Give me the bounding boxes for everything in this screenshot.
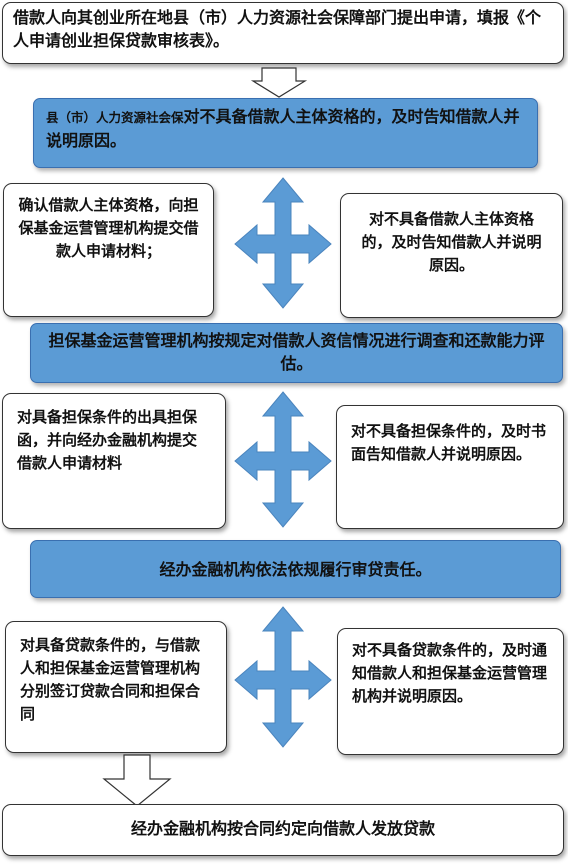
disburse-step-box: 经办金融机构按合同约定向借款人发放贷款 bbox=[2, 804, 564, 856]
bank-eligible-text: 对具备贷款条件的，与借款人和担保基金运营管理机构分别签订贷款合同和担保合同 bbox=[20, 636, 201, 723]
fund-review-bar: 担保基金运营管理机构按规定对借款人资信情况进行调查和还款能力评估。 bbox=[30, 323, 563, 383]
fund-ineligible-text: 对不具备担保条件的，及时书面告知借款人并说明原因。 bbox=[351, 422, 547, 463]
fund-eligible-text: 对具备担保条件的出具担保函，并向经办金融机构提交借款人申请材料 bbox=[17, 408, 198, 472]
fund-ineligible-box: 对不具备担保条件的，及时书面告知借款人并说明原因。 bbox=[336, 405, 564, 529]
disburse-step-text: 经办金融机构按合同约定向借款人发放贷款 bbox=[130, 819, 435, 838]
hr-eligible-text: 确认借款人主体资格，向担保基金运营管理机构提交借款人申请材料； bbox=[18, 196, 199, 260]
four-way-arrow-icon bbox=[234, 177, 332, 309]
hr-review-bar: 县（市）人力资源社会保对不具备借款人主体资格的，及时告知借款人并说明原因。 bbox=[33, 98, 538, 168]
fund-eligible-box: 对具备担保条件的出具担保函，并向经办金融机构提交借款人申请材料 bbox=[2, 393, 226, 529]
bank-review-bar: 经办金融机构依法依规履行审贷责任。 bbox=[30, 540, 561, 598]
bank-ineligible-box: 对不具备贷款条件的，及时通知借款人和担保基金运营管理机构并说明原因。 bbox=[337, 628, 564, 755]
hr-ineligible-box: 对不具备借款人主体资格的，及时告知借款人并说明原因。 bbox=[340, 193, 563, 318]
bank-review-text: 经办金融机构依法依规履行审贷责任。 bbox=[159, 560, 432, 579]
bank-eligible-box: 对具备贷款条件的，与借款人和担保基金运营管理机构分别签订贷款合同和担保合同 bbox=[5, 621, 227, 753]
apply-step-box: 借款人向其创业所在地县（市）人力资源社会保障部门提出申请，填报《个人申请创业担保… bbox=[2, 2, 564, 64]
down-arrow-icon bbox=[250, 67, 308, 98]
hr-review-prefix: 县（市）人力资源社会保 bbox=[46, 110, 184, 125]
bank-ineligible-text: 对不具备贷款条件的，及时通知借款人和担保基金运营管理机构并说明原因。 bbox=[352, 641, 548, 705]
apply-step-text: 借款人向其创业所在地县（市）人力资源社会保障部门提出申请，填报《个人申请创业担保… bbox=[13, 8, 542, 50]
four-way-arrow-icon bbox=[234, 606, 332, 748]
hr-eligible-box: 确认借款人主体资格，向担保基金运营管理机构提交借款人申请材料； bbox=[3, 183, 214, 317]
four-way-arrow-icon bbox=[234, 391, 332, 528]
down-arrow-icon bbox=[102, 754, 172, 807]
hr-review-text: 对不具备借款人主体资格的，及时告知借款人并说明原因。 bbox=[46, 107, 520, 150]
fund-review-text: 担保基金运营管理机构按规定对借款人资信情况进行调查和还款能力评估。 bbox=[48, 331, 545, 373]
hr-ineligible-text: 对不具备借款人主体资格的，及时告知借款人并说明原因。 bbox=[361, 210, 542, 274]
